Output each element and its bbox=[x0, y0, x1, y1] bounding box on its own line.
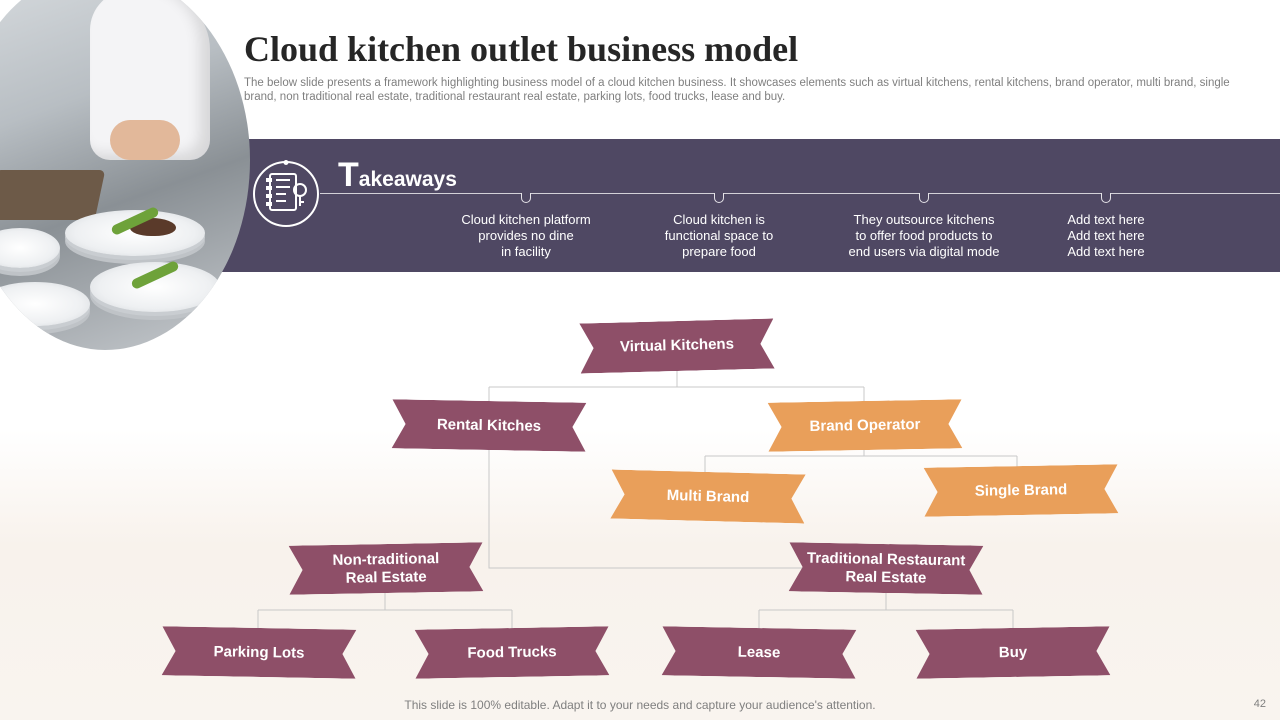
takeaway-marker bbox=[1101, 193, 1111, 203]
footer-note: This slide is 100% editable. Adapt it to… bbox=[404, 698, 876, 712]
takeaway-text: Cloud kitchen is functional space to pre… bbox=[664, 212, 774, 259]
food-tray bbox=[0, 170, 106, 220]
takeaways-title-initial: T bbox=[338, 156, 359, 194]
node-parking-lots: Parking Lots bbox=[162, 626, 357, 678]
takeaway-item: They outsource kitchens to offer food pr… bbox=[834, 193, 1014, 260]
node-rental-kitchens: Rental Kitches bbox=[392, 399, 587, 451]
connector-brand-operator-to-brands bbox=[704, 449, 1018, 474]
connector-virtual-to-level2 bbox=[488, 370, 865, 402]
plate bbox=[0, 228, 60, 268]
checklist-icon bbox=[252, 160, 320, 228]
chef-plating-photo bbox=[0, 0, 250, 350]
node-virtual-kitchens: Virtual Kitchens bbox=[579, 318, 774, 373]
takeaway-text: Cloud kitchen platform provides no dine … bbox=[461, 212, 591, 259]
page-subtitle: The below slide presents a framework hig… bbox=[244, 77, 1230, 103]
takeaways-band bbox=[205, 139, 1280, 272]
takeaway-item: Add text here Add text here Add text her… bbox=[1016, 193, 1196, 260]
takeaway-text: Add text here Add text here Add text her… bbox=[1067, 212, 1145, 259]
takeaway-marker bbox=[919, 193, 929, 203]
connector-traditional-to-children bbox=[758, 592, 1014, 630]
takeaways-title-rest: akeaways bbox=[358, 168, 457, 191]
page-number: 42 bbox=[1253, 698, 1266, 710]
node-buy: Buy bbox=[916, 626, 1111, 678]
takeaway-marker bbox=[521, 193, 531, 203]
takeaway-marker bbox=[714, 193, 724, 203]
node-traditional-restaurant-real-estate: Traditional Restaurant Real Estate bbox=[789, 542, 984, 594]
node-lease: Lease bbox=[662, 626, 857, 678]
takeaway-text: They outsource kitchens to offer food pr… bbox=[848, 212, 1000, 259]
node-non-traditional-real-estate: Non-traditional Real Estate bbox=[289, 542, 484, 594]
chef-hand bbox=[110, 120, 180, 160]
connector-nontraditional-to-children bbox=[257, 592, 513, 630]
node-single-brand: Single Brand bbox=[924, 464, 1119, 516]
plate bbox=[0, 282, 90, 326]
node-multi-brand: Multi Brand bbox=[610, 469, 805, 523]
page-title: Cloud kitchen outlet business model bbox=[244, 29, 799, 69]
takeaway-item: Cloud kitchen is functional space to pre… bbox=[629, 193, 809, 260]
node-food-trucks: Food Trucks bbox=[415, 626, 610, 678]
node-brand-operator: Brand Operator bbox=[768, 399, 963, 451]
connector-rental-to-real-estate bbox=[488, 449, 886, 569]
takeaways-title: Takeaways bbox=[338, 156, 457, 195]
takeaways-divider bbox=[320, 193, 1280, 194]
takeaway-item: Cloud kitchen platform provides no dine … bbox=[436, 193, 616, 260]
